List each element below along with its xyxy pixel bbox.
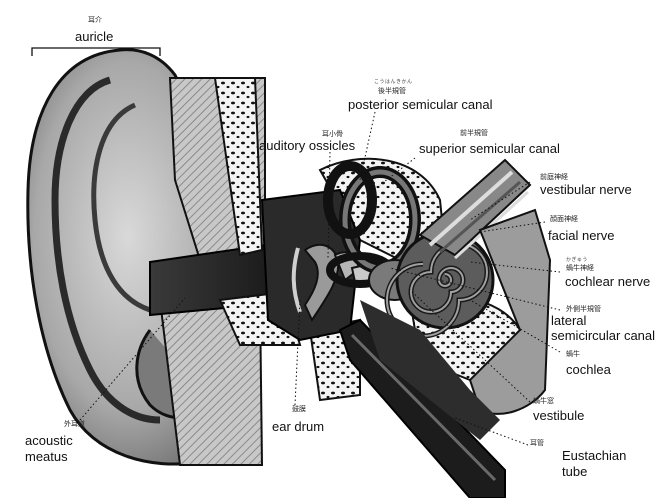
acoustic-meatus-jp-label: 外耳道 [64, 421, 85, 428]
posterior-canal-ruby: こうはんきかん [374, 79, 413, 85]
ear-drum-label: ear drum [272, 419, 325, 434]
ear-drum-jp-label: 鼓膜 [292, 406, 306, 413]
ossicles-label: auditory ossicles [259, 138, 356, 153]
ear-drum-shape [291, 247, 302, 313]
acoustic-meatus-label-line2: meatus [25, 449, 68, 464]
inner-ear-shadow [360, 300, 500, 440]
posterior-canal-jp-label: 後半規管 [378, 88, 406, 95]
ossicles-jp-label: 耳小骨 [322, 131, 343, 138]
cochlear-nerve-jp-label: 蝸牛神経 [566, 265, 594, 272]
auricle-label: auricle [75, 29, 114, 44]
posterior-canal-label: posterior semicular canal [348, 97, 493, 112]
auricle-bracket [31, 47, 161, 56]
lateral-canal-jp-label: 外側半規管 [566, 306, 601, 313]
leader-lines [79, 111, 561, 446]
acoustic-meatus-label: acoustic [25, 433, 73, 448]
lateral-canal-label: lateral [551, 313, 587, 328]
cochlea-jp-label: 蝸牛 [566, 351, 580, 358]
vestibule-jp-label: 蝸牛窓 [533, 398, 554, 405]
eustachian-tube-label-line2: tube [562, 464, 588, 479]
vestibule-label: vestibule [533, 408, 585, 423]
vestibular-nerve-label: vestibular nerve [540, 182, 632, 197]
superior-canal-label: superior semicular canal [419, 141, 560, 156]
vestibular-nerve-jp-label: 前庭神経 [540, 174, 568, 181]
auricle-jp-label: 耳介 [88, 17, 102, 24]
cochlear-nerve-label: cochlear nerve [565, 274, 651, 289]
eustachian-tube-jp-label: 耳管 [530, 440, 544, 447]
cochlea-label: cochlea [566, 362, 611, 377]
facial-nerve-jp-label: 顔面神経 [550, 216, 578, 223]
eustachian-tube-label: Eustachian [562, 448, 627, 463]
eustachian-tube-highlight [350, 333, 497, 482]
facial-nerve-label: facial nerve [548, 228, 615, 243]
cochlear-nerve-ruby: かぎゅう [566, 257, 588, 263]
lateral-canal-label-line2: semicircular canal [551, 328, 656, 343]
superior-canal-jp-label: 前半規管 [460, 130, 488, 137]
